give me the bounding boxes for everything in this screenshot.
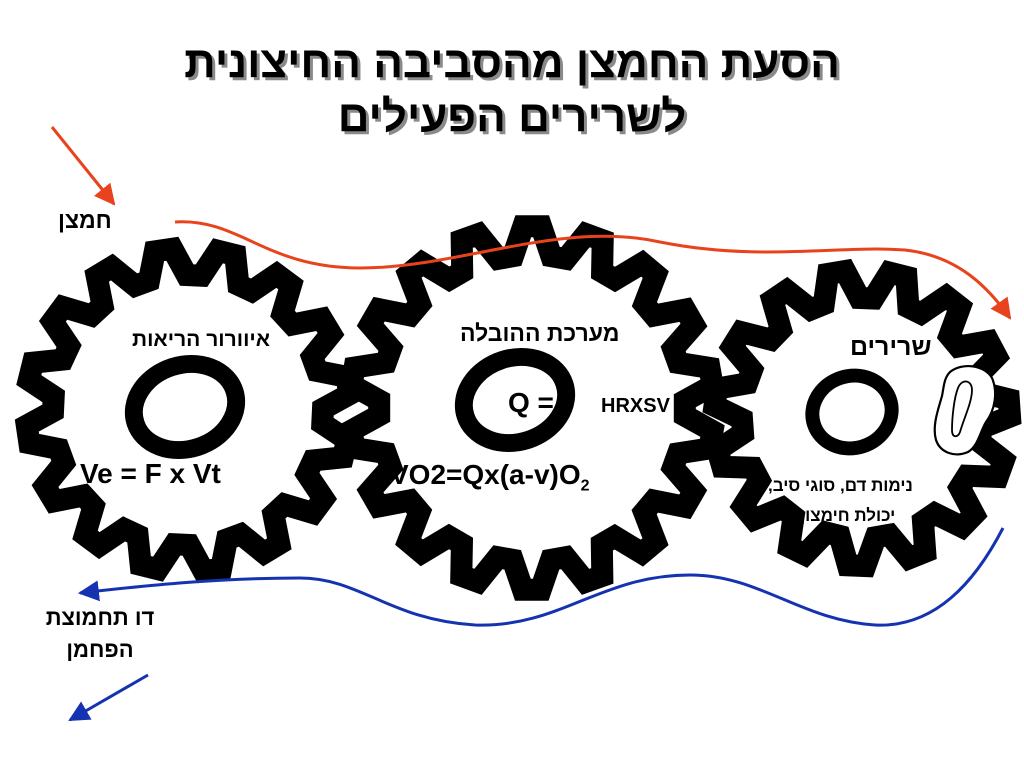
gear-lungs <box>14 236 362 584</box>
vo2-formula: VO2=Qx(a-v)O2 <box>390 459 590 496</box>
co2-label-line-1: דו תחמוצת <box>45 605 155 630</box>
cardiac-output-value: HRXSV <box>601 395 670 417</box>
title-line-2: לשרירים הפעילים <box>337 92 687 141</box>
title-line-1: הסעת החמצן מהסביבה החיצונית <box>184 38 840 87</box>
oxygen-in-arrow <box>50 126 116 206</box>
ring-icon <box>124 354 246 460</box>
muscle-fiber-icon <box>933 364 997 456</box>
co2-out-arrow <box>68 673 149 722</box>
gear-muscles <box>702 258 1022 578</box>
muscles-desc-line-1: נימות דם, סוגי סיב, <box>768 476 913 495</box>
muscles-desc-line-2: יכולת חימצון <box>800 506 896 525</box>
transport-gear-title: מערכת ההובלה <box>460 320 620 346</box>
co2-label-line-2: הפחמן <box>66 637 134 662</box>
muscles-gear-title: שרירים <box>850 333 932 361</box>
oxygen-label: חמצן <box>58 207 112 233</box>
lungs-gear-title: איוורור הריאות <box>132 328 271 351</box>
gear-transport <box>339 215 725 601</box>
co2-flow-arrow <box>77 527 1005 627</box>
ring-icon <box>805 368 899 456</box>
ring-icon <box>454 347 576 453</box>
vo2-formula-main: VO2=Qx(a-v)O <box>390 459 581 490</box>
lungs-formula: Ve = F x Vt <box>80 458 221 489</box>
cardiac-output-label: Q = <box>508 387 554 418</box>
vo2-formula-subscript: 2 <box>580 477 590 495</box>
oxygen-flow-arrow <box>174 220 1012 320</box>
